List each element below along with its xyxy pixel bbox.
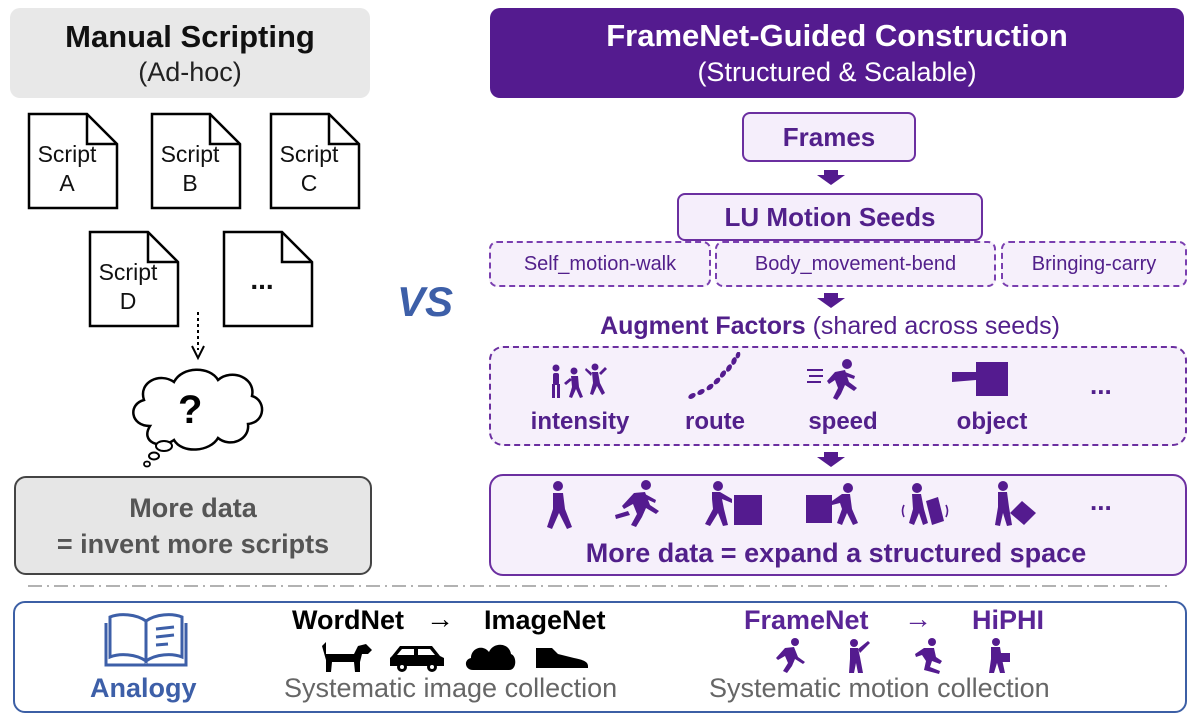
dash-dot-divider [28, 585, 1168, 587]
car-icon [390, 646, 444, 672]
framenet-label: FrameNet [744, 605, 869, 635]
document-icon [269, 112, 361, 210]
script-d-line2: D [119, 288, 137, 314]
seed-bringing-carry: Bringing-carry [1001, 241, 1187, 287]
speed-runner-icon [807, 359, 857, 400]
down-arrow-icon [817, 293, 845, 308]
object-push-icon [952, 362, 1008, 396]
structured-space-box [489, 474, 1187, 576]
imagenet-label: ImageNet [484, 605, 606, 635]
run-figure-small-icon [776, 638, 805, 673]
wordnet-label: WordNet [292, 605, 404, 635]
bend-figure-small-icon [849, 639, 870, 673]
script-b-line1: Script [160, 141, 220, 167]
script-a-line2: A [59, 170, 75, 196]
wordnet-arrow: → [426, 603, 454, 634]
manual-footer-line2: = invent more scripts [56, 528, 330, 559]
factors-ellipsis: ... [1090, 370, 1112, 400]
framenet-title: FrameNet-Guided Construction [606, 18, 1068, 53]
lu-motion-seeds-box: LU Motion Seeds [677, 193, 983, 241]
shoe-icon [536, 648, 588, 668]
manual-footer-line1: More data [129, 492, 257, 523]
cloud-icon [465, 644, 516, 670]
route-footprints-icon [688, 352, 741, 399]
augment-factors-title: Augment Factors (shared across seeds) [530, 312, 1130, 341]
factor-route-label: route [685, 408, 745, 435]
manual-footer-box: More data = invent more scripts [14, 476, 372, 575]
crouch-figure-small-icon [915, 638, 942, 674]
carry-figure-icon [901, 483, 949, 525]
walk-figure-icon [547, 481, 572, 529]
lift-box-figure-icon [995, 481, 1036, 526]
push-box-figure-icon [705, 481, 762, 526]
pull-box-figure-icon [806, 483, 858, 525]
motion-collection-caption: Systematic motion collection [709, 673, 1050, 703]
intensity-icon [552, 363, 607, 398]
dog-icon [322, 642, 372, 672]
document-icon [88, 230, 180, 328]
run-figure-icon [615, 480, 659, 527]
augment-factors-bold: Augment Factors [600, 312, 806, 340]
document-icon [27, 112, 119, 210]
motions-ellipsis: ... [1090, 486, 1112, 516]
analogy-label: Analogy [90, 673, 197, 703]
open-book-icon [104, 613, 188, 667]
script-c-line1: Script [279, 141, 339, 167]
factor-intensity-label: intensity [530, 408, 630, 435]
seed-body-movement-bend: Body_movement-bend [715, 241, 996, 287]
factor-speed-label: speed [808, 408, 878, 435]
framenet-header: FrameNet-Guided Construction (Structured… [490, 8, 1184, 98]
document-icon [150, 112, 242, 210]
more-scripts-document: ... [222, 230, 314, 328]
framenet-arrow: → [904, 603, 932, 634]
image-collection-caption: Systematic image collection [284, 673, 618, 703]
script-b-line2: B [182, 170, 198, 196]
document-icon [222, 230, 314, 328]
seed-self-motion-walk: Self_motion-walk [489, 241, 711, 287]
more-scripts-ellipsis: ... [250, 264, 274, 295]
lift-figure-small-icon [989, 638, 1010, 673]
dotted-arrow-icon [191, 312, 205, 361]
manual-scripting-subtitle: (Ad-hoc) [138, 56, 242, 87]
down-arrow-icon [817, 170, 845, 185]
thought-cloud-icon [132, 368, 264, 468]
augment-factors-note: (shared across seeds) [805, 312, 1060, 340]
manual-scripting-title: Manual Scripting [65, 18, 315, 54]
manual-scripting-header: Manual Scripting (Ad-hoc) [10, 8, 370, 98]
factor-object-label: object [956, 408, 1028, 435]
question-mark: ? [178, 388, 203, 432]
structured-space-label: More data = expand a structured space [585, 538, 1087, 568]
script-c-line2: C [300, 170, 318, 196]
frames-box: Frames [742, 112, 916, 162]
hiphi-label: HiPHI [972, 605, 1045, 635]
framenet-subtitle: (Structured & Scalable) [697, 57, 977, 87]
script-d-line1: Script [98, 259, 158, 285]
script-a-line1: Script [37, 141, 97, 167]
down-arrow-icon [817, 452, 845, 467]
vs-label: VS [397, 278, 454, 325]
